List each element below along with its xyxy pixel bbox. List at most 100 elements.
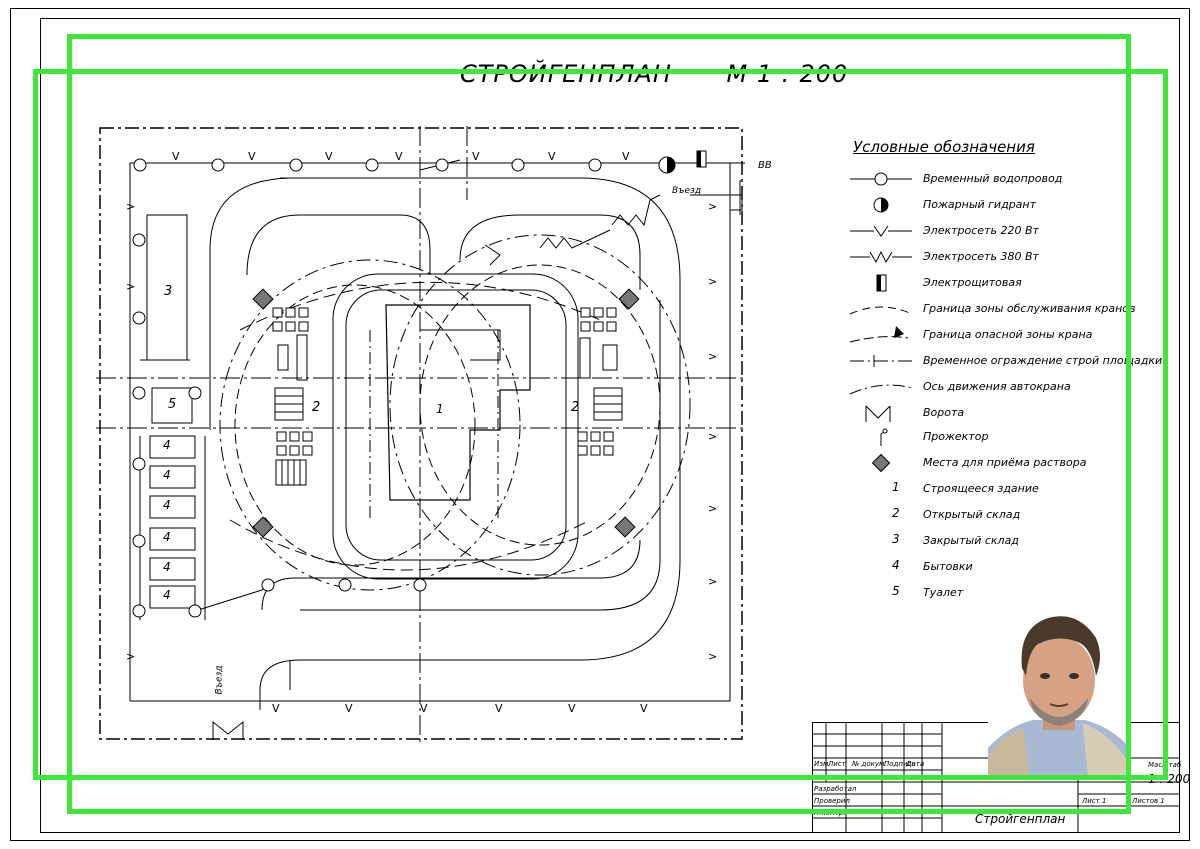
scale-header: Масштаб xyxy=(1148,761,1182,769)
legend-item: Граница опасной зоны крана xyxy=(848,324,1148,346)
drawing-frame xyxy=(40,18,1180,833)
store-2-left-label: 2 xyxy=(312,400,321,415)
dash-arc-icon xyxy=(849,306,913,315)
legend-item: Электросеть 380 Вт xyxy=(848,246,1148,268)
svg-text:>: > xyxy=(126,280,135,293)
legend-item-label: Временное ограждение строй площадки xyxy=(923,354,1163,367)
legend-item-label: Временный водопровод xyxy=(923,172,1063,185)
hut-4 xyxy=(149,527,196,551)
svg-text:>: > xyxy=(708,650,717,663)
svg-text:>: > xyxy=(708,502,717,515)
svg-text:V: V xyxy=(172,150,180,163)
fence-line-icon xyxy=(850,355,912,367)
legend-item: Пожарный гидрант xyxy=(848,194,1148,216)
row-developed: Разработал xyxy=(814,785,857,793)
hut-1-label: 4 xyxy=(163,438,171,452)
legend-item: Электросеть 220 Вт xyxy=(848,220,1148,242)
site-fence xyxy=(99,127,743,740)
legend-item-label: Ось движения автокрана xyxy=(923,380,1071,393)
svg-text:>: > xyxy=(126,200,135,213)
hut-5-label: 4 xyxy=(163,560,171,574)
svg-text:>: > xyxy=(708,430,717,443)
svg-text:>: > xyxy=(708,350,717,363)
legend-number: 5 xyxy=(892,584,900,598)
svg-text:V: V xyxy=(622,150,630,163)
legend-item: Ворота xyxy=(848,402,1148,424)
legend-item-label: Пожарный гидрант xyxy=(923,198,1037,211)
stamp-sheet-title: Стройгенплан xyxy=(975,812,1066,826)
legend-item: Места для приёма раствора xyxy=(848,452,1148,474)
svg-text:V: V xyxy=(345,702,353,715)
svg-text:>: > xyxy=(126,650,135,663)
legend-item-label: Открытый склад xyxy=(923,508,1021,521)
legend-item: Временный водопровод xyxy=(848,168,1148,190)
col-header-doc: № докум. xyxy=(852,760,887,768)
legend-item: Граница зоны обслуживания кранов xyxy=(848,298,1148,320)
entry2-label: Въезд xyxy=(214,665,225,695)
svg-text:V: V xyxy=(272,702,280,715)
hut-2 xyxy=(149,465,196,489)
svg-text:V: V xyxy=(325,150,333,163)
plan-title-text: СТРОЙГЕНПЛАН xyxy=(460,60,672,88)
plan-title: СТРОЙГЕНПЛАН М 1 : 200 xyxy=(460,60,848,88)
vv-label: ВВ xyxy=(758,160,772,171)
legend-item-label: Места для приёма раствора xyxy=(923,456,1087,469)
store-2-right-label: 2 xyxy=(571,400,580,415)
pipe-circle-icon xyxy=(850,172,912,186)
svg-text:V: V xyxy=(420,702,428,715)
sheet-number: Лист 1 xyxy=(1082,797,1107,805)
toilet-5-label: 5 xyxy=(168,397,177,412)
legend-item: Ось движения автокрана xyxy=(848,376,1148,398)
legend-item: 4 Бытовки xyxy=(848,556,1148,578)
svg-text:>: > xyxy=(708,200,717,213)
building-outline xyxy=(385,304,531,501)
col-header-sign: Подпись xyxy=(884,760,916,768)
gate-icon xyxy=(865,405,891,422)
legend-item-label: Электросеть 380 Вт xyxy=(923,250,1039,263)
store-3-label: 3 xyxy=(164,284,173,299)
dashdot-arc-icon xyxy=(849,384,913,395)
hut-5 xyxy=(149,557,196,581)
col-header-date: Дата xyxy=(906,760,925,768)
svg-text:V: V xyxy=(395,150,403,163)
col-header-list: Лист xyxy=(828,760,846,768)
legend-item: 5 Туалет xyxy=(848,582,1148,604)
svg-text:V: V xyxy=(495,702,503,715)
hut-3-label: 4 xyxy=(163,498,171,512)
legend-item: Электрощитовая xyxy=(848,272,1148,294)
hut-1 xyxy=(149,435,196,459)
hut-6-label: 4 xyxy=(163,588,171,602)
hut-3 xyxy=(149,495,196,519)
svg-text:>: > xyxy=(708,275,717,288)
entry-label: Въезд xyxy=(672,186,702,196)
legend-item: Временное ограждение строй площадки xyxy=(848,350,1162,372)
legend-number: 1 xyxy=(892,480,900,494)
legend-item: 3 Закрытый склад xyxy=(848,530,1148,552)
sheet-count: Листов 1 xyxy=(1132,797,1165,805)
row-checked: Проверил xyxy=(814,797,850,805)
hut-2-label: 4 xyxy=(163,468,171,482)
svg-text:V: V xyxy=(548,150,556,163)
legend-heading: Условные обозначения xyxy=(853,138,1035,156)
legend-item-label: Электрощитовая xyxy=(923,276,1022,289)
svg-text:>: > xyxy=(708,575,717,588)
legend-number: 4 xyxy=(892,558,900,572)
legend-number: 3 xyxy=(892,532,900,546)
legend-item-label: Электросеть 220 Вт xyxy=(923,224,1039,237)
legend-item-label: Ворота xyxy=(923,406,965,419)
mortar-icon xyxy=(871,453,891,473)
hut-4-label: 4 xyxy=(163,530,171,544)
stamp-scale: 1 : 200 xyxy=(1148,772,1191,786)
legend-item: 1 Строящееся здание xyxy=(848,478,1148,500)
svg-text:V: V xyxy=(568,702,576,715)
legend-item-label: Граница зоны обслуживания кранов xyxy=(923,302,1136,315)
legend-item: 2 Открытый склад xyxy=(848,504,1148,526)
legend-number: 2 xyxy=(892,506,900,520)
plan-scale: М 1 : 200 xyxy=(726,60,849,88)
floodlight-icon xyxy=(880,428,888,446)
author-photo xyxy=(988,608,1130,778)
hydrant-icon xyxy=(873,197,889,213)
row-norm-control: Н.контр. xyxy=(814,809,846,817)
legend-item-label: Туалет xyxy=(923,586,964,599)
